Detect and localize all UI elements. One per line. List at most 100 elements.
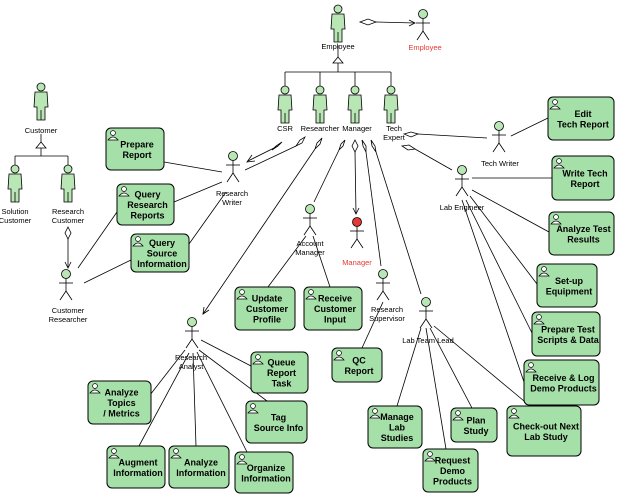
task-text-analyze-information: Analyze: [184, 457, 218, 467]
aggregation-diamond: [294, 135, 306, 148]
person-icon-body: [252, 360, 264, 365]
connector-lines: [14, 18, 552, 453]
task-text-queue-report-task: Task: [272, 379, 293, 389]
task-text-manage-lab-studies: Lab: [389, 423, 406, 433]
actor-figure-resS-head: [378, 269, 388, 279]
actor-label-research-customer-1: Research: [52, 207, 84, 216]
connector: [433, 325, 531, 407]
person-icon-body: [305, 295, 317, 300]
connector: [461, 199, 525, 383]
task-text-edit-tech-report: Edit: [575, 109, 592, 119]
task-box-prepare-test-scripts: [531, 311, 601, 357]
connector: [365, 151, 382, 267]
person-icon: [533, 314, 545, 325]
task-text-qc-report: Report: [345, 366, 374, 376]
person-icon-head: [250, 403, 256, 409]
actor-figure-empAlt-leg-right: [422, 30, 430, 41]
task-text-request-demo-products: Demo: [440, 466, 466, 476]
connector: [202, 148, 316, 315]
task-text-receive-customer-input: Customer: [314, 304, 357, 314]
task-text-tag-source-info: Tag: [271, 412, 286, 422]
actor-figure-mgrAlt: [350, 217, 364, 249]
person-icon: [247, 403, 259, 414]
aggregation-diamond: [402, 131, 420, 138]
actor-label-solution-customer-2: Customer: [0, 216, 32, 225]
actor-figure-anal-leg-left: [185, 338, 193, 349]
person-icon: [305, 289, 317, 300]
task-box-receive-customer-input: [303, 286, 363, 331]
person-icon: [538, 266, 550, 277]
task-text-write-tech-report: Report: [571, 179, 600, 189]
task-text-queue-report-task: Queue: [267, 358, 295, 368]
actor-figure-techW: [492, 121, 506, 153]
actor-figure-emp-body: [330, 13, 346, 43]
actor-label-research-analyst-2: Analyst: [179, 362, 205, 371]
task-text-update-customer-profile: Update: [252, 294, 283, 304]
connector: [510, 117, 549, 137]
person-icon-body: [424, 457, 436, 462]
actor-figure-tech: [383, 85, 399, 124]
connector: [83, 259, 132, 284]
task-text-manage-lab-studies: Studies: [381, 433, 414, 443]
person-icon-head: [121, 186, 127, 192]
actor-figure-accM-leg-right: [309, 225, 317, 236]
connector: [188, 191, 227, 245]
actor-figure-accM-head: [305, 204, 315, 214]
task-text-request-demo-products: Request: [435, 456, 471, 466]
person-icon: [132, 236, 144, 247]
person-icon: [252, 354, 264, 365]
aggregation-diamond-employee: [358, 18, 378, 26]
connector: [465, 199, 533, 334]
actor-figure-cust-head: [36, 82, 46, 92]
actor-figure-solC-body: [7, 173, 23, 203]
person-icon-head: [528, 362, 534, 368]
actor-label-account-manager-2: Manager: [295, 248, 325, 257]
task-box-prepare-report: [105, 127, 165, 171]
person-icon-body: [89, 389, 101, 394]
task-text-update-customer-profile: Customer: [246, 304, 289, 314]
person-icon: [89, 383, 101, 394]
aggregation-diamond: [338, 139, 346, 151]
person-icon-head: [255, 354, 261, 360]
task-text-setup-equipment: Equipment: [546, 286, 593, 296]
aggregation-diamond: [370, 139, 377, 153]
task-text-checkout-next-lab-study: Lab Study: [524, 432, 568, 442]
actor-figure-custR: [59, 269, 73, 301]
task-text-analyze-information: Information: [176, 468, 226, 478]
person-icon-head: [173, 448, 179, 454]
task-box-queue-report-task: [250, 351, 309, 394]
task-text-checkout-next-lab-study: Check-out Next: [513, 421, 579, 431]
person-icon-head: [536, 314, 542, 320]
actor-figure-labE-head: [457, 165, 467, 175]
actor-figure-resW-leg-right: [232, 172, 240, 183]
connector: [312, 235, 331, 288]
person-icon-body: [107, 136, 119, 141]
actor-figure-empAlt: [416, 9, 430, 41]
actor-figure-resC-body: [60, 173, 76, 203]
actor-figure-lead-leg-right: [425, 318, 433, 329]
actor-label-research-customer-2: Customer: [52, 216, 85, 225]
task-text-query-research-reports: Reports: [130, 211, 164, 221]
actor-figure-empAlt-leg-left: [416, 30, 424, 41]
actor-label-manager: Manager: [342, 124, 372, 133]
person-icon: [553, 158, 565, 169]
person-icon: [549, 99, 561, 110]
person-icon-head: [541, 266, 547, 272]
person-icon-head: [511, 408, 517, 414]
actor-figure-custR-leg-right: [65, 290, 73, 301]
task-box-qc-report: [331, 347, 383, 383]
person-icon-body: [118, 192, 130, 197]
actor-label-customer: Customer: [25, 126, 58, 135]
actor-figure-techW-head: [494, 121, 504, 131]
